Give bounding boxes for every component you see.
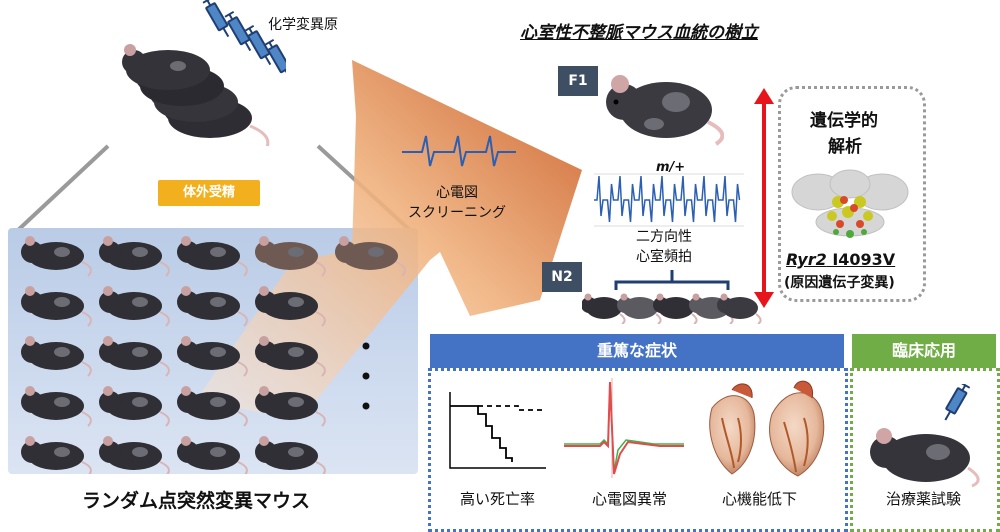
mouse-icon [177,286,248,327]
genotype-label: m/+ [656,160,686,175]
mouse-icon [177,436,248,474]
ecg-trace-icon [402,135,516,167]
f1-mouse [606,75,724,146]
random-mice-caption: ランダム点突然変異マウス [82,490,311,512]
mouse-icon [99,286,170,327]
mutation-label: Ryr2 I4093V [786,250,895,269]
syringe-icon [944,384,971,421]
mouse-icon [99,386,170,427]
connector-left [14,144,110,234]
mouse-icon [335,236,406,277]
mouse-icon [99,436,170,474]
mutagen-label: 化学変異原 [268,17,338,33]
mouse-icon [255,286,326,327]
mouse-icon [717,293,762,324]
mouse-icon [21,236,92,277]
continuation-dot [362,372,370,380]
continuation-dot [362,342,370,350]
mutation-name: I4093V [826,250,896,269]
protein-structure-icon [791,169,909,238]
ecg-screening-line2: スクリーニング [408,205,506,221]
bidirectional-vt-ecg [594,173,744,227]
mouse-icon [177,236,248,277]
mouse-icon [21,286,92,327]
mouse-icon [606,75,724,146]
double-arrow [754,88,774,308]
ivf-badge: 体外受精 [158,180,260,206]
mouse-icon [617,293,662,324]
causal-gene-label: (原因遺伝子変異) [784,275,895,291]
mouse-icon [653,293,698,324]
mouse-icon [255,386,326,427]
cardiac-decline-label: 心機能低下 [722,490,798,508]
mouse-icon [99,236,170,277]
drug-testing-label: 治療薬試験 [886,490,962,508]
treated-mouse [870,428,980,488]
heart-icon [709,380,825,477]
clinical-header: 臨床応用 [852,334,996,368]
mouse-icon [255,236,326,277]
mouse-icon [21,436,92,474]
mouse-icon [177,386,248,427]
continuation-dot [362,402,370,410]
mouse-icon [177,336,248,377]
ecg-screening-line1: 心電図 [436,185,478,201]
mouse-icon [99,336,170,377]
mouse-icon [21,386,92,427]
mouse-icon [122,44,270,146]
founder-mice-stack [122,44,270,146]
ecg-abnormal-label: 心電図異常 [592,490,668,508]
f1-badge: F1 [558,66,598,96]
genetic-analysis-box [778,86,926,302]
genetic-analysis-line1: 遺伝学的 [810,111,878,131]
arrhythmia-line2: 心室頻拍 [636,249,692,265]
syringe-icon [202,0,286,80]
mouse-icon [582,293,626,324]
mouse-icon [255,436,326,474]
mouse-icon [255,336,326,377]
symptoms-header: 重篤な症状 [430,334,844,368]
mouse-grid [21,236,406,474]
genetic-analysis-line2: 解析 [828,137,862,157]
mouse-icon [21,336,92,377]
symptoms-box [428,368,848,532]
gene-name: Ryr2 [786,250,827,269]
abnormal-ecg-trace [564,378,684,478]
arrhythmia-line1: 二方向性 [636,229,692,245]
n2-badge: N2 [542,262,582,292]
survival-curve [449,392,546,469]
mouse-icon [870,428,980,488]
clinical-box [850,368,1000,532]
mortality-label: 高い死亡率 [460,490,536,508]
n2-mice [582,270,762,324]
page-title: 心室性不整脈マウス血統の樹立 [520,23,758,43]
